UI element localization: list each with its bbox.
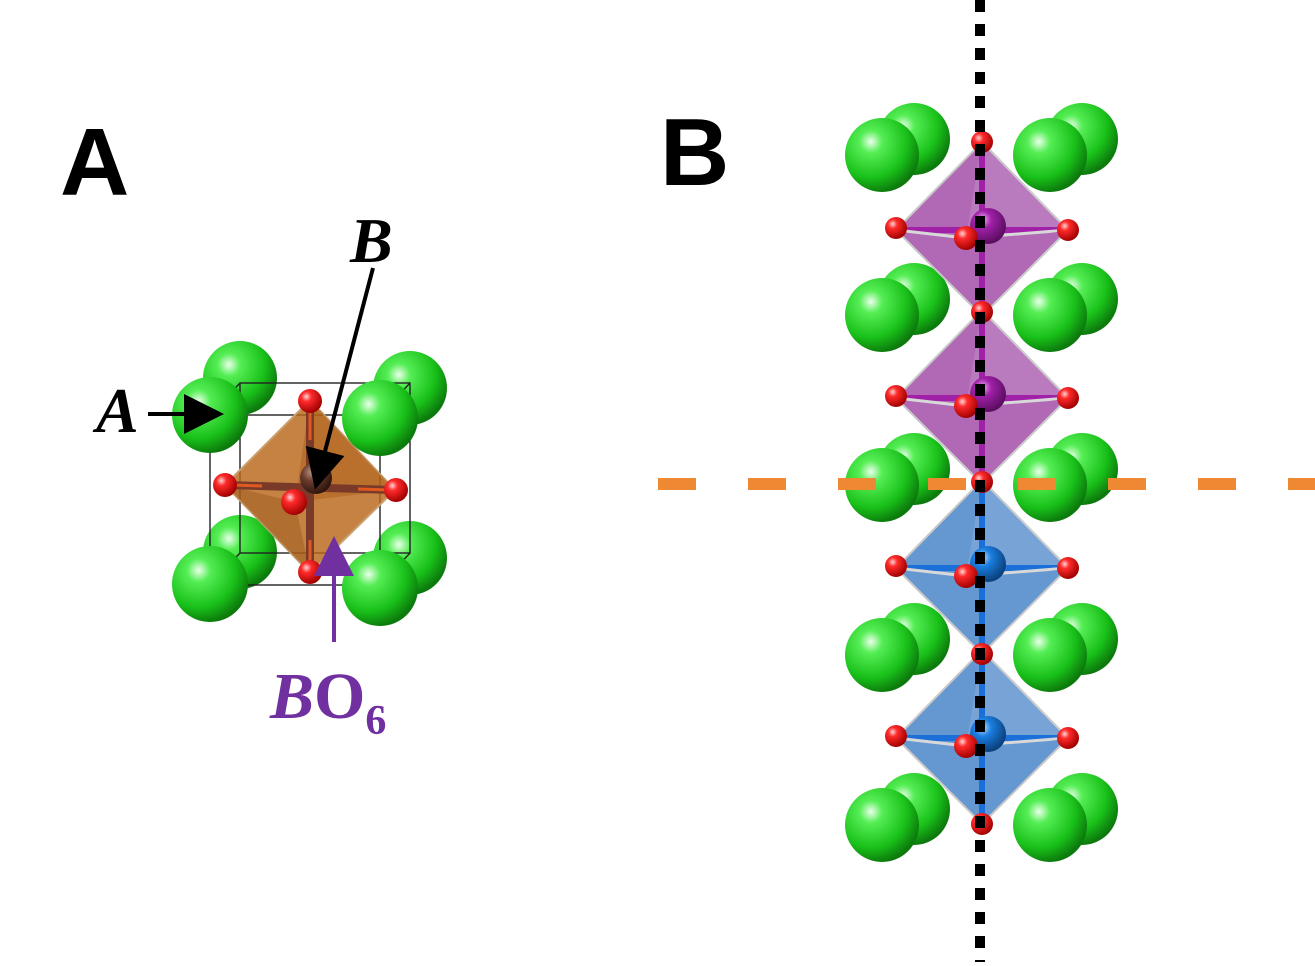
a-cation-sphere [1013, 618, 1087, 692]
oxygen-sphere [954, 226, 978, 250]
oxygen-sphere [1057, 557, 1079, 579]
a-cation-sphere [845, 448, 919, 522]
oxygen-sphere [1057, 727, 1079, 749]
a-cation-sphere [342, 550, 418, 626]
oxygen-sphere [885, 555, 907, 577]
a-cation-sphere [845, 788, 919, 862]
oxygen-sphere [954, 564, 978, 588]
oxygen-sphere [298, 560, 322, 584]
a-cation-sphere [845, 618, 919, 692]
a-cation-sphere [1013, 788, 1087, 862]
oxygen-sphere [885, 725, 907, 747]
oxygen-sphere [885, 217, 907, 239]
a-site-label: A [92, 375, 139, 446]
a-cation-sphere [845, 118, 919, 192]
oxygen-sphere [281, 489, 307, 515]
a-cation-sphere [172, 546, 248, 622]
b-site-arrow [305, 267, 375, 490]
oxygen-sphere [885, 385, 907, 407]
a-cation-sphere [1013, 118, 1087, 192]
b-cation-sphere [300, 462, 332, 494]
oxygen-sphere [954, 734, 978, 758]
oxygen-sphere [213, 473, 237, 497]
a-cation-sphere [845, 278, 919, 352]
a-cation-sphere [342, 380, 418, 456]
unit-cell-a [172, 341, 447, 626]
a-cation-sphere [1013, 278, 1087, 352]
oxygen-sphere [384, 478, 408, 502]
oxygen-sphere [1057, 219, 1079, 241]
panel-b-label: B [660, 99, 729, 206]
panel-a-label: A [60, 109, 129, 216]
oxygen-sphere [298, 389, 322, 413]
oxygen-sphere [954, 394, 978, 418]
b-site-label: B [349, 205, 393, 276]
oxygen-sphere [1057, 387, 1079, 409]
bo6-label: BO6 [269, 660, 386, 744]
